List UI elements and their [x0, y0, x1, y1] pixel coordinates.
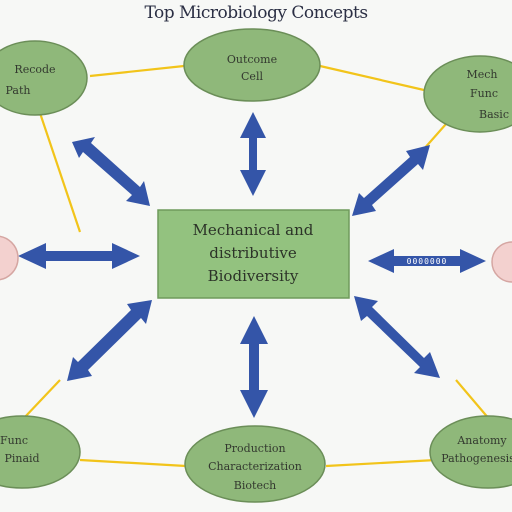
- arrow-bottom-left: [67, 300, 152, 381]
- node-top-center-line-2: Cell: [241, 70, 263, 83]
- arrow-top-right: [352, 145, 430, 216]
- connector-bl-bc: [80, 460, 186, 466]
- node-bottom-right: Anatomy Pathogenesis: [430, 416, 512, 488]
- arrow-top-left: [72, 137, 150, 206]
- arrow-label-right: 0000000: [407, 257, 448, 266]
- connector-tc-tr: [320, 66, 424, 90]
- node-top-left-shape: [0, 41, 87, 115]
- connector-ml-bl: [24, 380, 60, 418]
- node-bottom-right-line-2: Pathogenesis: [441, 452, 512, 465]
- connector-tl-tc: [90, 66, 184, 76]
- node-top-left-line-1: Recode: [14, 63, 55, 76]
- node-bottom-center-line-2: Characterization: [208, 460, 302, 473]
- node-mid-left: [0, 236, 18, 280]
- node-top-left: Recode Path: [0, 41, 87, 115]
- node-bottom-left-line-2: Pinaid: [4, 452, 39, 465]
- node-top-right-line-2: Func: [470, 87, 498, 100]
- node-bottom-left-line-1: Func: [0, 434, 28, 447]
- node-top-right-line-1: Mech: [466, 68, 497, 81]
- center-box: Mechanical and distributive Biodiversity: [158, 210, 349, 298]
- node-top-right-line-3: Basic: [479, 108, 509, 121]
- node-bottom-right-line-1: Anatomy: [456, 434, 507, 447]
- node-top-left-line-2: Path: [6, 84, 31, 97]
- arrow-bottom-right: [354, 296, 440, 378]
- connector-mr-br: [456, 380, 490, 420]
- center-box-line-2: distributive: [209, 244, 297, 262]
- connector-bc-br: [326, 460, 436, 466]
- node-top-center: Outcome Cell: [184, 29, 320, 101]
- center-box-line-3: Biodiversity: [208, 267, 299, 285]
- arrow-mid-left: [18, 243, 140, 269]
- node-top-right: Mech Func Basic: [424, 56, 512, 132]
- arrow-top-center: [240, 112, 266, 196]
- node-mid-right: [492, 242, 512, 282]
- center-box-line-1: Mechanical and: [193, 221, 314, 239]
- node-bottom-center-line-3: Biotech: [234, 479, 276, 492]
- node-bottom-left: Func Pinaid: [0, 416, 80, 488]
- connector-tl-ml: [40, 113, 80, 232]
- arrow-bottom-center: [240, 316, 268, 418]
- node-top-center-line-1: Outcome: [227, 53, 277, 66]
- node-bottom-center: Production Characterization Biotech: [185, 426, 325, 502]
- node-bottom-center-line-1: Production: [224, 442, 285, 455]
